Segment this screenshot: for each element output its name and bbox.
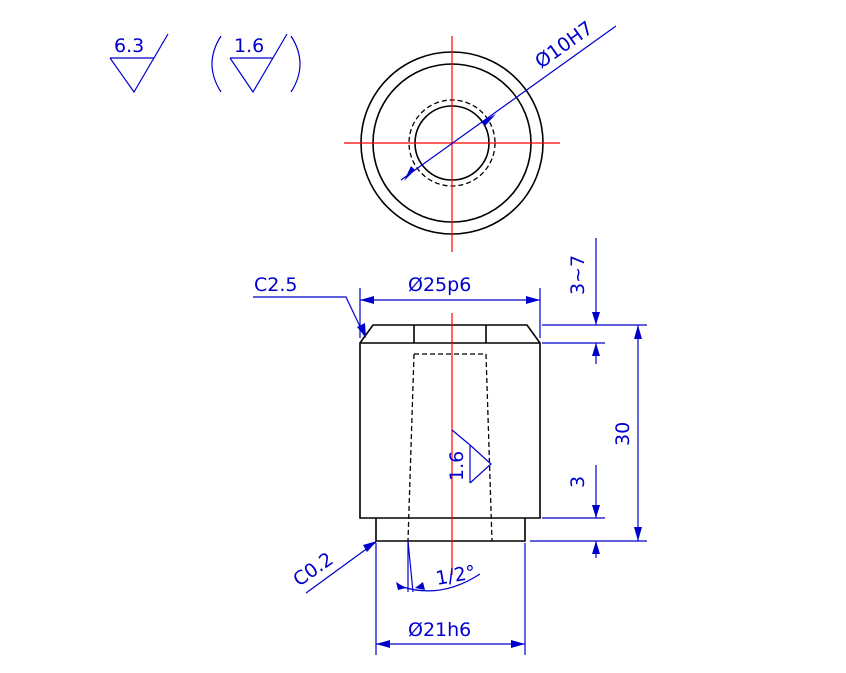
- spigot-diameter-label: Ø21h6: [408, 619, 471, 641]
- dim-chamfer-bottom: C0.2: [289, 541, 377, 594]
- roughness-symbol-bracketed: 1.6: [211, 33, 301, 94]
- dim-spigot-diameter: Ø21h6: [375, 543, 526, 655]
- dim-outer-diameter: Ø25p6: [359, 274, 541, 338]
- dim-top-step: 3~7: [542, 238, 605, 364]
- roughness-default-value: 6.3: [114, 35, 144, 57]
- bore-arrow-upper: [481, 114, 496, 126]
- outer-diameter-label: Ø25p6: [408, 274, 471, 296]
- top-step-label: 3~7: [567, 255, 589, 295]
- left-parenthesis: [211, 35, 222, 93]
- hidden-bore-left: [407, 353, 415, 542]
- front-view: [359, 313, 541, 575]
- chamfer-bottom-label: C0.2: [289, 548, 337, 591]
- taper-angle-label: 1/2°: [434, 561, 477, 590]
- bottom-step-label: 3: [567, 476, 589, 488]
- right-parenthesis: [290, 35, 301, 93]
- bore-diameter-leader: [400, 25, 617, 181]
- dim-chamfer-top: C2.5: [253, 274, 366, 338]
- roughness-bracketed-value: 1.6: [234, 35, 264, 57]
- spigot-outline: [375, 518, 526, 542]
- dim-bottom-step: 3: [542, 465, 605, 558]
- roughness-symbol-bore: 1.6: [446, 429, 492, 484]
- roughness-symbol-default: 6.3: [109, 33, 169, 94]
- chamfer-top-label: C2.5: [254, 274, 297, 296]
- hidden-bore-right: [485, 353, 493, 542]
- dim-total-height: 30: [530, 324, 647, 542]
- top-view: Ø10H7: [344, 17, 617, 252]
- dim-taper-angle: 1/2°: [396, 540, 481, 593]
- bore-diameter-label: Ø10H7: [531, 17, 597, 73]
- total-height-label: 30: [612, 422, 634, 446]
- bore-arrow-lower: [404, 166, 415, 181]
- roughness-bore-value: 1.6: [446, 451, 468, 481]
